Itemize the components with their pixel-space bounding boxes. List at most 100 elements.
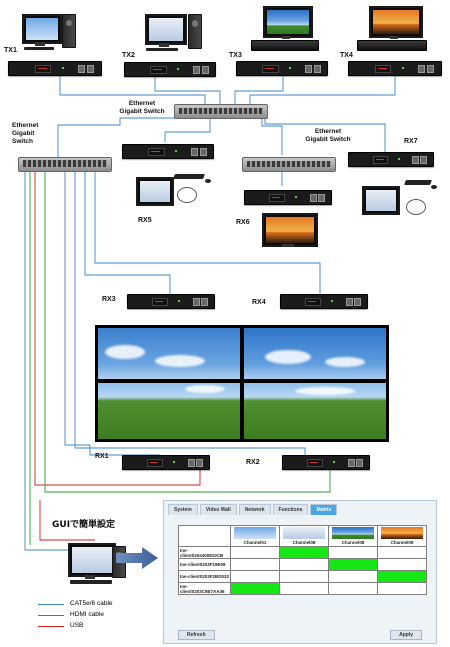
- legend-cat: CAT5e/6 cable: [38, 600, 158, 610]
- switch-central-label: Ethernet Gigabit Switch: [119, 100, 165, 115]
- matrix-cell[interactable]: [279, 582, 329, 595]
- matrix-row: Ine-client0203C9E7AA36: [178, 582, 427, 595]
- monitor-icon: [136, 177, 174, 206]
- rx6-label: RX6: [236, 219, 250, 226]
- keyboard-icon: [404, 180, 432, 185]
- tab-video-wall[interactable]: Video Wall: [199, 504, 237, 515]
- channel-name: Channel09: [390, 540, 414, 545]
- rx6-tv-icon: [262, 213, 318, 247]
- tv-icon: [263, 6, 313, 38]
- legend-swatch: [38, 615, 64, 616]
- pc-tower-icon: [62, 14, 76, 48]
- matrix-cell[interactable]: [377, 582, 427, 595]
- mouse-icon: [205, 179, 211, 183]
- keyboard-icon: [173, 174, 205, 179]
- switch-left-label: Ethernet Gigabit Switch: [12, 122, 39, 145]
- rx1-label: RX1: [95, 453, 109, 460]
- touch-panel-icon: [406, 199, 426, 215]
- tx2-label: TX2: [122, 52, 135, 59]
- mouse-icon: [431, 185, 437, 189]
- switch-right: [242, 157, 336, 172]
- matrix-cell[interactable]: [279, 558, 329, 571]
- rx4-label: RX4: [252, 299, 266, 306]
- monitor-icon: [145, 14, 187, 45]
- matrix-cell[interactable]: [377, 558, 427, 571]
- matrix-cell[interactable]: [328, 582, 378, 595]
- channel-header: Channel01: [230, 525, 280, 547]
- rx2-unit: [282, 455, 370, 470]
- receiver-name: Ine-client0203F2BD033: [178, 570, 231, 583]
- matrix-row: Ine-client0203F19E08: [178, 558, 427, 571]
- switch-left: [18, 157, 112, 172]
- legend-label: CAT5e/6 cable: [70, 600, 113, 607]
- legend-usb: USB: [38, 622, 158, 632]
- matrix-row: Ine-client0203F2BD033: [178, 570, 427, 583]
- arrow-right-icon: [116, 547, 158, 569]
- channel-header: Channel08: [279, 525, 329, 547]
- rx2-label: RX2: [246, 459, 260, 466]
- matrix-cell[interactable]: [230, 570, 280, 583]
- legend-label: USB: [70, 622, 84, 629]
- wall-panel-bottom-left: [98, 383, 240, 439]
- tab-functions[interactable]: Functions: [272, 504, 309, 515]
- matrix-cell[interactable]: [279, 570, 329, 583]
- legend-hdmi: HDMI cable: [38, 611, 158, 621]
- gui-tabs: System Video Wall Network Functions Matr…: [168, 504, 338, 515]
- rx4-unit: [280, 294, 368, 309]
- tx2-unit: [124, 62, 216, 77]
- matrix-cell[interactable]: [230, 558, 280, 571]
- matrix-cell[interactable]: [328, 558, 378, 571]
- monitor-icon: [22, 14, 62, 44]
- legend-swatch: [38, 626, 64, 627]
- tx1-unit: [8, 61, 102, 76]
- rx3-label: RX3: [102, 296, 116, 303]
- keyboard-icon: [70, 580, 112, 584]
- wall-panel-top-right: [244, 328, 386, 379]
- tx4-label: TX4: [340, 52, 353, 59]
- rx7-label: RX7: [404, 138, 418, 145]
- tab-system[interactable]: System: [168, 504, 198, 515]
- legend-label: HDMI cable: [70, 611, 104, 618]
- switch-right-label: Ethernet Gigabit Switch: [305, 128, 351, 143]
- tab-network[interactable]: Network: [238, 504, 271, 515]
- refresh-button[interactable]: Refresh: [178, 630, 215, 640]
- pc-tower-icon: [188, 14, 202, 49]
- matrix-cell[interactable]: [230, 546, 280, 559]
- keyboard-icon: [146, 48, 178, 51]
- matrix-cell[interactable]: [328, 546, 378, 559]
- channel-header: Channel09: [377, 525, 427, 547]
- monitor-icon: [362, 186, 400, 215]
- receiver-name: Ine-client0203F19E08: [178, 558, 231, 571]
- apply-button[interactable]: Apply: [390, 630, 422, 640]
- rx5-label: RX5: [138, 217, 152, 224]
- matrix-row: Ine-client0204400810CB: [178, 546, 427, 559]
- matrix-cell[interactable]: [377, 546, 427, 559]
- matrix-cell[interactable]: [328, 570, 378, 583]
- rx7-unit: [348, 152, 434, 167]
- matrix-cell[interactable]: [377, 570, 427, 583]
- video-wall: [95, 325, 389, 442]
- channel-name: Channel08: [341, 540, 365, 545]
- channel-name: Channel08: [292, 540, 316, 545]
- tx3-label: TX3: [229, 52, 242, 59]
- receiver-name: Ine-client0203C9E7AA36: [178, 582, 231, 595]
- tv-icon: [369, 6, 423, 38]
- matrix-cell[interactable]: [230, 582, 280, 595]
- media-player-icon: [251, 40, 319, 51]
- tx3-unit: [236, 61, 328, 76]
- tx1-label: TX1: [4, 47, 17, 54]
- tx4-unit: [348, 61, 442, 76]
- matrix-cell[interactable]: [279, 546, 329, 559]
- rx3-unit: [127, 294, 215, 309]
- keyboard-icon: [24, 47, 54, 50]
- gui-window: System Video Wall Network Functions Matr…: [163, 500, 437, 644]
- channel-header: Channel08: [328, 525, 378, 547]
- switch-central: [174, 104, 268, 119]
- media-player-icon: [357, 40, 427, 51]
- tab-matrix[interactable]: Matrix: [310, 504, 338, 515]
- matrix-table: Channel01 Channel08 Channel08 Channel09 …: [178, 525, 427, 595]
- monitor-icon: [68, 543, 116, 577]
- rx1-unit: [122, 455, 210, 470]
- legend-swatch: [38, 604, 64, 605]
